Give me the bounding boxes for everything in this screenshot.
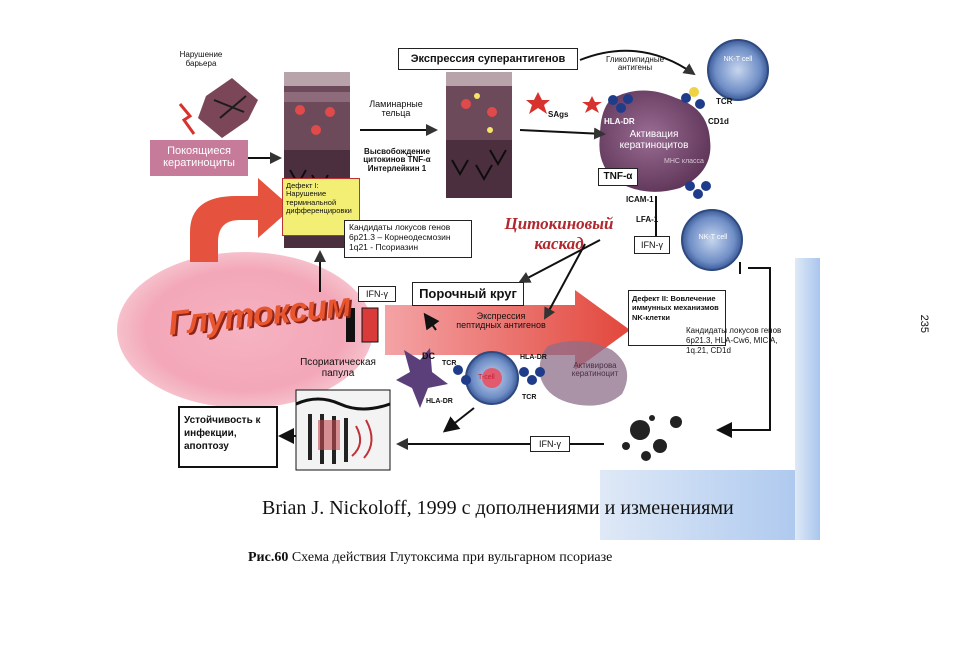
figure-caption: Рис.60 Схема действия Глутоксима при вул… (248, 550, 768, 566)
defect-2-box: Дефект II: Вовлечение иммунных механизмо… (628, 290, 726, 346)
dendritic-cell-shape (396, 348, 448, 408)
black-bar-2 (361, 307, 379, 343)
nkt-cell-top-label: NK-T cell (723, 56, 753, 63)
resistance-text: Устойчивость к инфекции, апоптозу (184, 415, 261, 452)
gene-candidates-1-box: Кандидаты локусов генов 6p21.3 – Корнеод… (344, 220, 472, 258)
defect-2-text: Дефект II: Вовлечение иммунных механизмо… (632, 294, 719, 322)
keratinocyte-activation-shape (599, 90, 711, 192)
mhc-class-label: МНС класса (664, 158, 704, 165)
tcr-top-label: TCR (716, 97, 733, 106)
defect-1-text: Дефект I: Нарушение терминальной диффере… (286, 181, 352, 215)
hla-molecules (453, 365, 545, 385)
gene-candidates-1-text: Кандидаты локусов генов 6p21.3 – Корнеод… (349, 222, 451, 252)
superantigen-expression-box: Экспрессия суперантигенов (398, 48, 578, 70)
skin-layer-illustration-2 (446, 72, 512, 198)
cytokine-cascade-label: Цитокиновый каскад (504, 214, 614, 253)
blue-background-band (600, 258, 820, 540)
glycolipid-antigens-label: Гликолипидные антигены (605, 55, 665, 73)
figure-number: Рис.60 (248, 550, 289, 565)
cytokine-release-label: Высвобождение цитокинов TNF-α Интерлейки… (363, 147, 431, 173)
hla-dr-top-label: HLA-DR (604, 117, 635, 126)
psoriatic-papule-illustration (295, 389, 391, 471)
glutoxim-blob (117, 252, 373, 408)
citation: Brian J. Nickoloff, 1999 с дополнениями … (262, 497, 734, 519)
ifn-gamma-left-box: IFN-γ (358, 286, 396, 302)
tcr-lower-right-label: TCR (522, 394, 537, 401)
red-star-2 (582, 96, 602, 113)
hla-dr-lower-right-label: HLA-DR (520, 354, 547, 361)
nkt-cell-top (707, 39, 769, 101)
figure-caption-text: Схема действия Глутоксима при вульгарном… (291, 550, 613, 565)
receptor-molecules (608, 87, 711, 199)
icam1-label: ICAM-1 (626, 195, 654, 204)
lamellar-bodies-label: Ламинарные тельца (369, 99, 423, 119)
hla-dr-lower-left-label: HLA-DR (426, 398, 453, 405)
gene-candidates-2-label: Кандидаты локусов генов 6p21.3, HLA-Cw6,… (686, 326, 782, 355)
tnf-alpha-box: TNF-α (598, 168, 638, 186)
ifn-gamma-bottom-box: IFN-γ (530, 436, 570, 452)
activated-keratinocyte-label: Активирова кератиноцит (571, 361, 619, 379)
cd1d-label: CD1d (708, 117, 729, 126)
barrier-damage-label: Нарушение барьера (171, 50, 231, 74)
dc-label: DC (422, 351, 435, 361)
lfa1-label: LFA-1 (636, 215, 659, 224)
barrier-damage-icon (178, 78, 258, 138)
barrier-damage-text: Нарушение барьера (179, 50, 223, 68)
tcell-label: T-cell (478, 374, 495, 381)
red-curved-arrow (190, 178, 292, 262)
black-bar-1 (346, 308, 355, 342)
nk-cell-scatter (622, 415, 682, 461)
resistance-box: Устойчивость к инфекции, апоптозу (178, 406, 278, 468)
tcr-lower-left-label: TCR (442, 360, 457, 367)
nkt-cell-lower (681, 209, 743, 271)
keratinocyte-activation-label: Активация кератиноцитов (619, 129, 689, 151)
resting-keratinocytes-label: Покоящиеся кератиноциты (150, 140, 248, 176)
red-star-1 (526, 92, 550, 114)
ifn-gamma-right-box: IFN-γ (634, 236, 670, 254)
psoriatic-papule-label: Псориатическая папула (300, 357, 376, 379)
peptide-antigen-expression-label: Экспрессия пептидных антигенов (456, 311, 546, 331)
nkt-cell-lower-label: NK-T cell (698, 234, 728, 241)
sags-label: SAgs (548, 110, 569, 119)
vicious-circle-box: Порочный круг (412, 282, 524, 306)
lower-keratinocyte-shape (539, 340, 628, 406)
